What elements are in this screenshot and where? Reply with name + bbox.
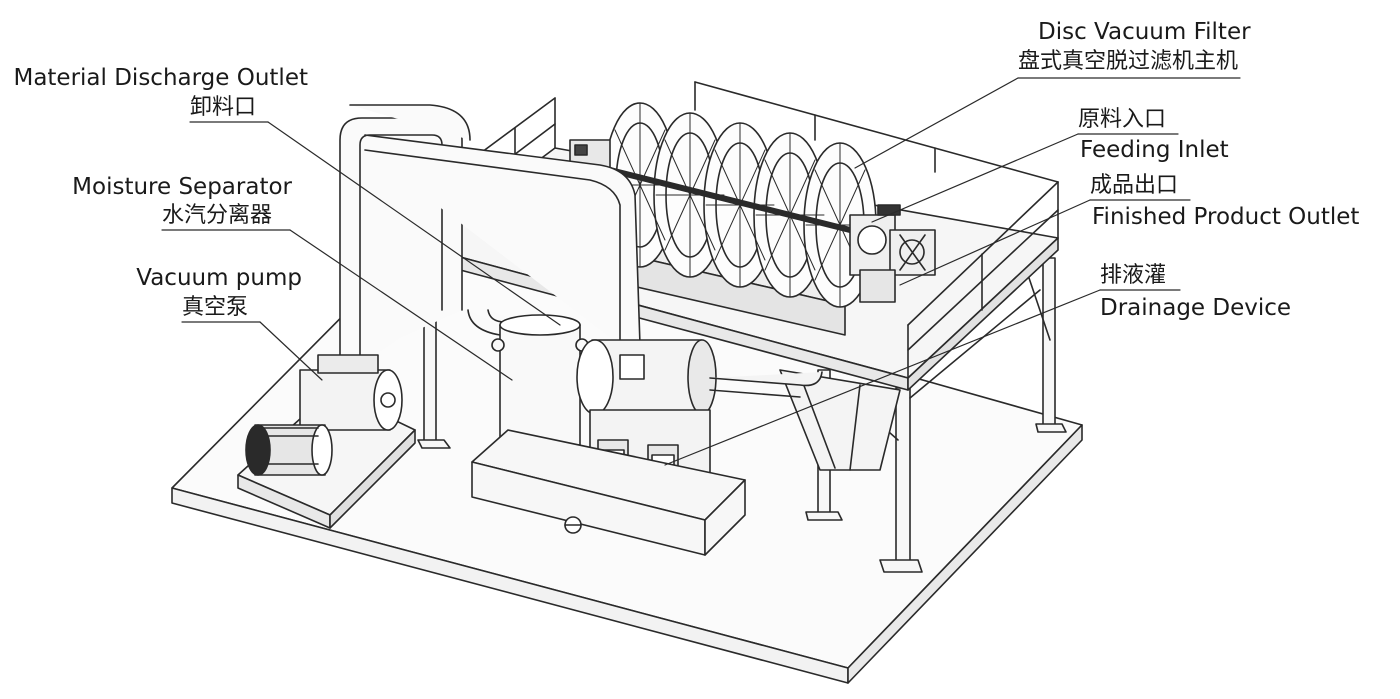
main-shaft <box>587 162 893 243</box>
drive-unit <box>849 204 936 303</box>
platform-legs <box>417 257 1067 573</box>
filter-discs <box>603 102 877 308</box>
label-material-discharge-zh: 卸料口 <box>190 95 257 120</box>
label-disc-filter-zh: 盘式真空脱过滤机主机 <box>1018 49 1239 74</box>
label-finished-outlet-zh: 成品出口 <box>1090 173 1179 198</box>
leader-lines <box>161 77 1241 466</box>
label-material-discharge-en: Material Discharge Outlet <box>13 65 308 91</box>
equipment-base <box>471 429 746 556</box>
label-vacuum-pump-zh: 真空泵 <box>182 295 249 320</box>
label-moisture-separator-zh: 水汽分离器 <box>162 203 273 228</box>
label-vacuum-pump-en: Vacuum pump <box>136 265 302 291</box>
label-finished-outlet-en: Finished Product Outlet <box>1092 204 1360 230</box>
label-moisture-separator-en: Moisture Separator <box>72 174 292 200</box>
label-disc-filter-en: Disc Vacuum Filter <box>1038 19 1251 45</box>
label-feeding-inlet-en: Feeding Inlet <box>1080 137 1229 163</box>
label-drainage-zh: 排液灌 <box>1100 263 1167 288</box>
vacuum-pump-assembly <box>237 354 416 529</box>
discharge-hopper <box>779 369 901 471</box>
drainage-tank <box>576 339 823 416</box>
vacuum-pipes <box>339 104 641 366</box>
label-feeding-inlet-zh: 原料入口 <box>1078 107 1167 132</box>
label-drainage-en: Drainage Device <box>1100 295 1292 321</box>
